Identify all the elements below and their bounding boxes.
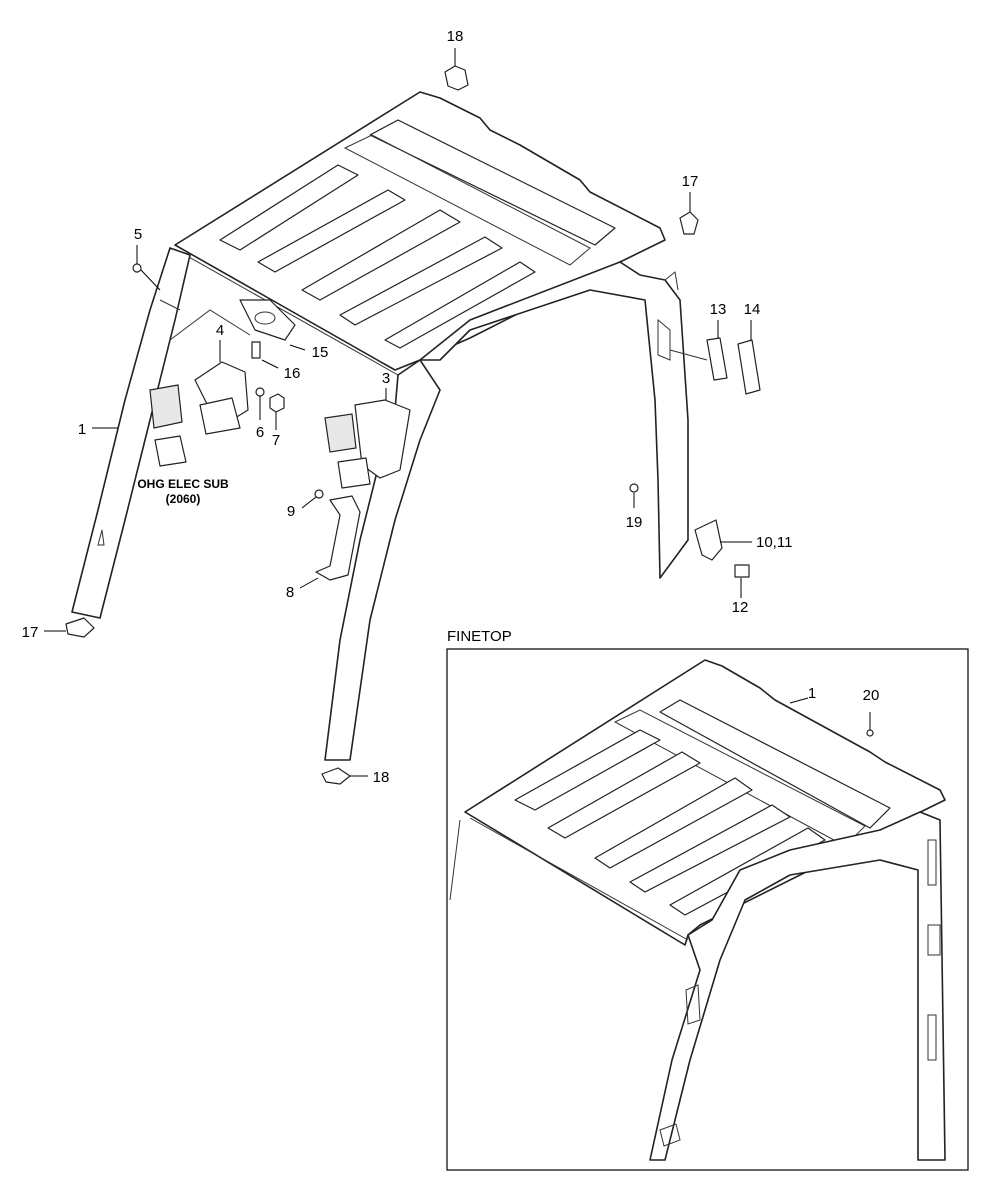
callout-18-top: 18 [447,28,464,45]
right-rear-post [419,261,689,579]
callout-15: 15 [312,344,329,361]
callout-3: 3 [382,370,390,387]
ref-note-line2: (2060) [166,492,201,506]
left-front-post [71,247,191,619]
cap-17-left [65,617,95,638]
cover-14 [737,339,761,395]
screw-16 [251,341,279,369]
overhead-guard-roof [174,91,666,376]
grab-handle-8 [315,495,361,581]
callout-13: 13 [710,301,727,318]
plug-17-right [679,211,699,235]
callout-16: 16 [284,365,301,382]
callout-17-left: 17 [22,624,39,641]
ref-note-line1: OHG ELEC SUB [137,477,229,491]
cap-18-bottom [321,767,351,785]
callout-12: 12 [732,599,749,616]
dome-lamp-15 [239,299,306,351]
callout-6: 6 [256,424,264,441]
callout-7: 7 [272,432,280,449]
work-lamp-left [149,384,241,467]
bolt-9 [314,489,324,499]
lamp-bracket-3 [324,388,411,489]
inset-title: FINETOP [447,628,512,645]
callout-10-11: 10,11 [756,534,792,551]
rivet-19 [629,483,639,493]
callout-4: 4 [216,322,224,339]
inset-callout-1: 1 [808,685,816,702]
pad-13 [706,337,728,381]
nut-7 [269,393,285,413]
callout-18-bottom: 18 [373,769,390,786]
inset-callout-20: 20 [863,687,880,704]
finetop-roof [449,659,946,1161]
washer-6 [255,387,265,397]
callout-17-right: 17 [682,173,699,190]
callout-9: 9 [287,503,295,520]
lamp-bracket-4 [169,309,251,419]
callout-5: 5 [134,226,142,243]
callout-19: 19 [626,514,643,531]
callout-8: 8 [286,584,294,601]
clip-18-top [444,65,469,91]
bracket-10-11 [694,519,723,561]
callout-14: 14 [744,301,761,318]
bolt-5 [132,245,161,291]
callout-1: 1 [78,421,86,438]
bolt-12 [734,564,750,598]
